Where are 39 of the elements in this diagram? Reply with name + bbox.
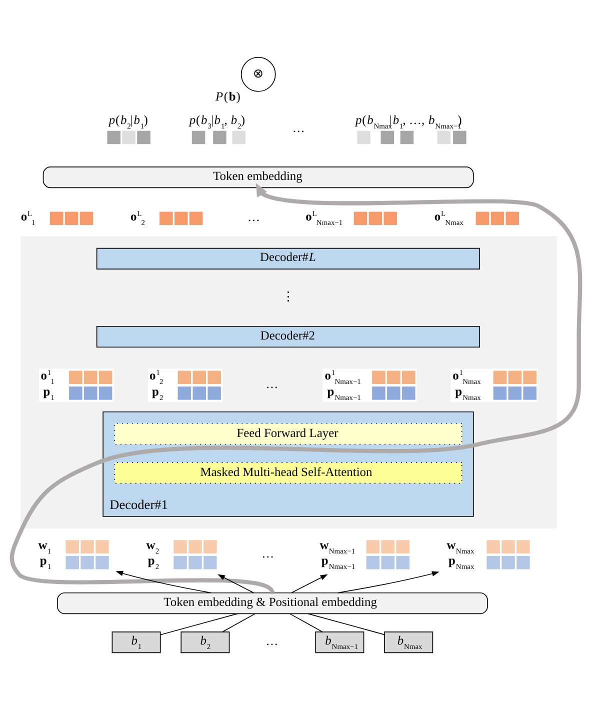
node-label: P(b) (216, 90, 240, 104)
arrow (218, 574, 254, 594)
label: p(b$_{2}$|b$_{1}$) (108, 113, 148, 131)
label: … (292, 121, 305, 136)
node-label: p$_{2}$ (148, 554, 160, 572)
label: p(b$_{Nmax}$|b$_{1}$, …, b$_{Nmax−1}$) (355, 113, 462, 131)
label: … (266, 377, 278, 392)
node-label: p$_{Nmax}$ (448, 554, 474, 572)
arrow (116, 570, 212, 594)
node-box: Decoder#2 (96, 326, 480, 348)
arrow (336, 571, 440, 594)
connector (308, 613, 385, 636)
node-box: b$_{Nmax−1}$ (315, 632, 364, 654)
connector (222, 613, 256, 632)
node-label: p$_{Nmax−1}$ (321, 554, 356, 572)
node-circle: ⊗ (240, 56, 276, 92)
arrow (10, 183, 582, 595)
label: … (248, 210, 260, 224)
node-label: p$_{1}$ (40, 554, 52, 572)
node-box: b$_{2}$ (180, 632, 230, 654)
node-box: Decoder#L (96, 248, 480, 270)
node-label: w$_{1}$ (38, 538, 52, 556)
label: … (266, 634, 278, 648)
connector (289, 613, 323, 632)
node-box: Token embedding & Positional embedding (56, 592, 488, 614)
node-box: Feed Forward Layer (114, 423, 462, 445)
node-label: w$_{2}$ (146, 538, 160, 556)
node-label: w$_{Nmax−1}$ (320, 538, 356, 556)
node-box: Masked Multi-head Self-Attention (114, 462, 462, 484)
arrow (290, 574, 328, 594)
label: ⋮ (282, 290, 294, 304)
node-box: b$_{Nmax}$ (384, 632, 434, 654)
label: … (262, 546, 274, 561)
node-box: b$_{1}$ (112, 632, 161, 654)
label: p(b$_{3}$|b$_{1}$, b$_{2}$) (189, 113, 246, 131)
connector (160, 613, 238, 636)
node-label: w$_{Nmax}$ (446, 538, 474, 556)
node-box: Token embedding (42, 166, 474, 188)
cluster (20, 236, 557, 529)
